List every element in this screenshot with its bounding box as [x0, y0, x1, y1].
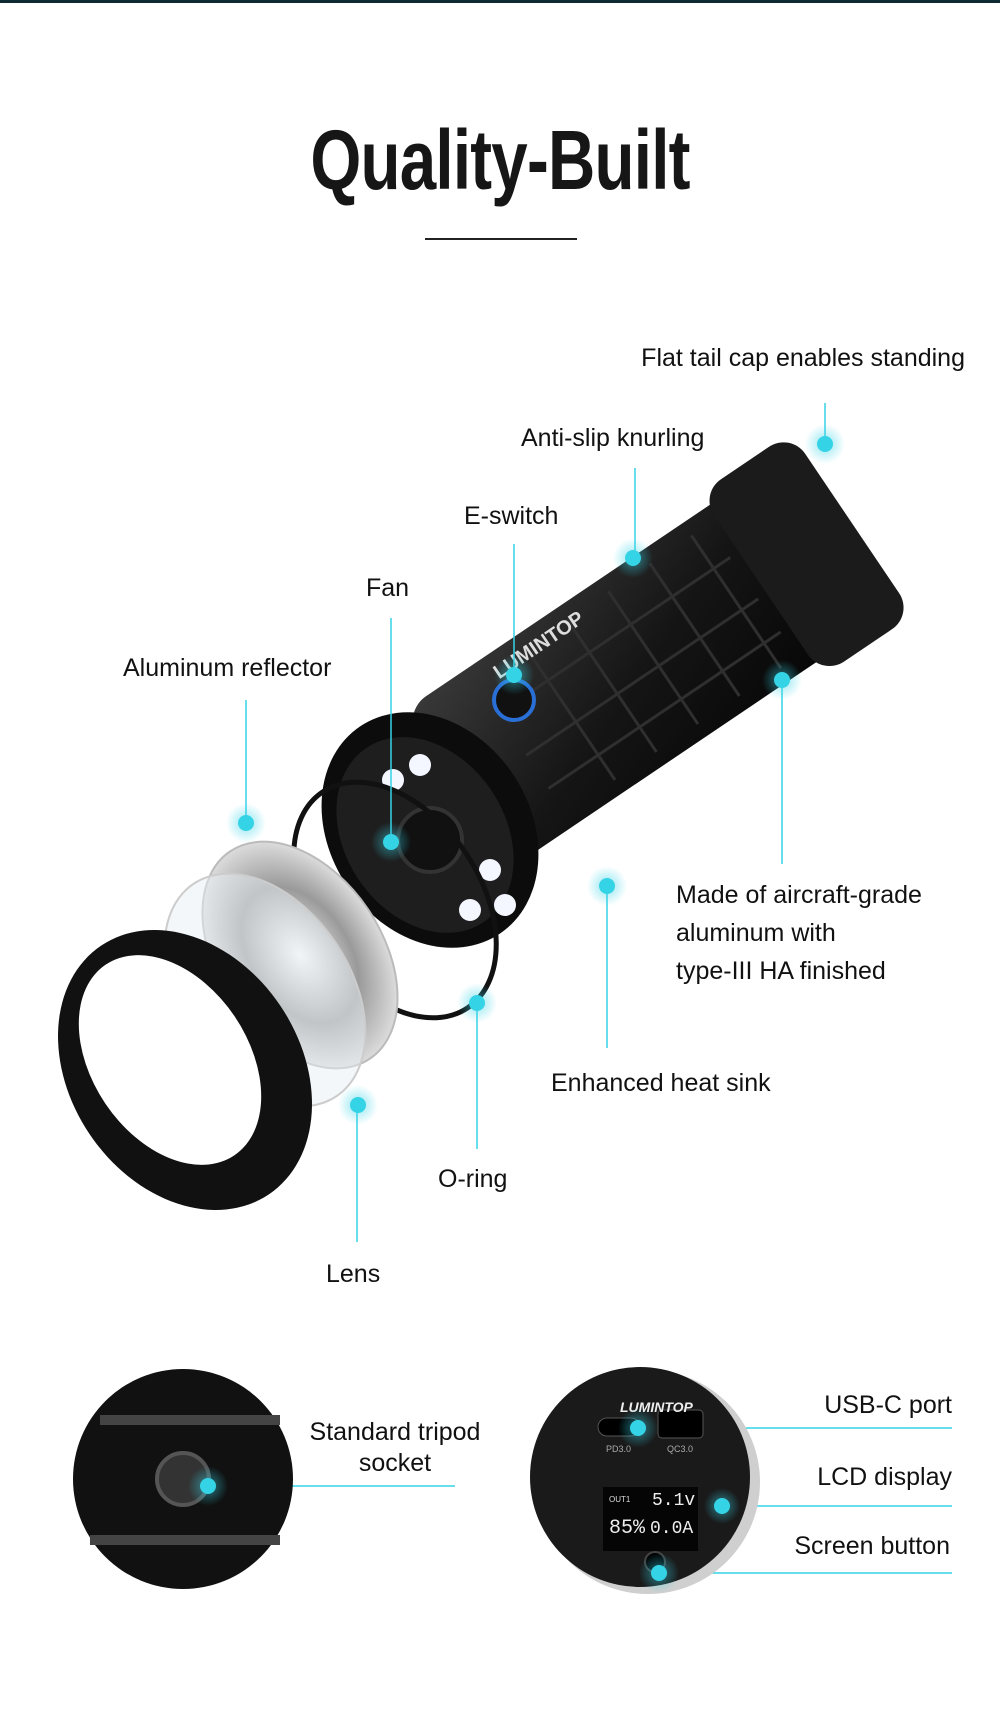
callout-tail-cap: Flat tail cap enables standing	[641, 344, 965, 372]
port-label-pd: PD3.0	[606, 1444, 631, 1454]
callout-body-line3: type-III HA finished	[676, 957, 886, 985]
tripod-label-line2: socket	[358, 1449, 432, 1477]
lcd-out: OUT1	[609, 1495, 631, 1504]
callout-dots	[188, 424, 845, 1593]
callout-knurling: Anti-slip knurling	[521, 424, 705, 452]
page-title: Quality-Built	[310, 113, 690, 207]
callout-screen-button: Screen button	[794, 1532, 950, 1560]
callout-e-switch: E-switch	[464, 502, 559, 530]
callout-fan: Fan	[366, 574, 410, 602]
lcd-percent: 85%	[609, 1517, 646, 1540]
callout-lens: Lens	[326, 1260, 381, 1288]
callout-body-line1: Made of aircraft-grade	[676, 881, 922, 909]
usb-panel-detail: LUMINTOP PD3.0 QC3.0 OUT1 5.1v 85% 0.0A	[530, 1367, 760, 1594]
bezel-ring	[58, 930, 312, 1210]
callout-usb-c: USB-C port	[824, 1391, 952, 1419]
title-divider	[425, 238, 577, 240]
top-border	[0, 0, 1000, 3]
callout-lcd: LCD display	[817, 1463, 952, 1491]
tripod-socket-detail	[73, 1369, 293, 1589]
lcd-current: 0.0A	[650, 1519, 693, 1539]
callout-heat-sink: Enhanced heat sink	[551, 1069, 771, 1097]
port-label-qc: QC3.0	[667, 1444, 693, 1454]
callout-reflector: Aluminum reflector	[123, 654, 332, 682]
callout-o-ring: O-ring	[438, 1165, 508, 1193]
callout-body-line2: aluminum with	[676, 919, 836, 947]
lcd-voltage: 5.1v	[652, 1491, 695, 1511]
tripod-label-line1: Standard tripod	[309, 1418, 481, 1446]
